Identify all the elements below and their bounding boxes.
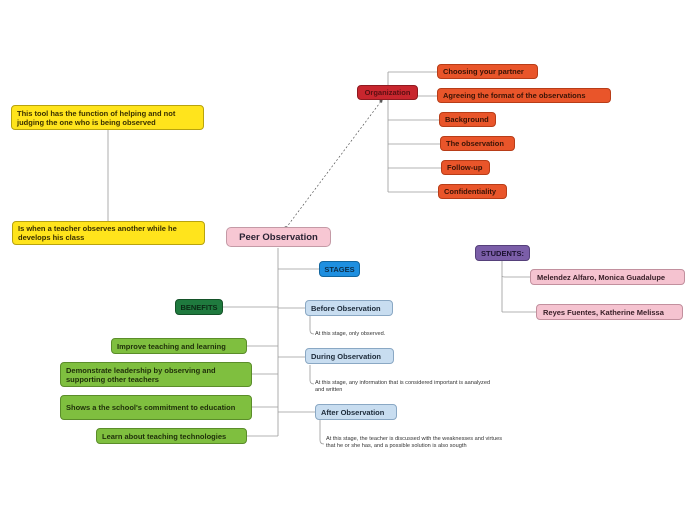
connector-note-2 [309, 365, 315, 385]
student-reyes[interactable]: Reyes Fuentes, Katherine Melissa [536, 304, 683, 320]
org-item-choosing-partner[interactable]: Choosing your partner [437, 64, 538, 79]
stage-before-note: At this stage, only observed. [315, 331, 386, 337]
stage-after-note: At this stage, the teacher is discussed … [326, 436, 502, 449]
connector-note-3 [319, 420, 325, 445]
org-item-confidentiality[interactable]: Confidentiality [438, 184, 507, 199]
connector-center-organization [285, 99, 383, 229]
organization-node[interactable]: Organization [357, 85, 418, 100]
connector-note-1 [309, 316, 315, 335]
stage-during-note: At this stage, any information that is c… [315, 380, 491, 393]
stages-node[interactable]: STAGES [319, 261, 360, 277]
benefits-node[interactable]: BENEFITS [175, 299, 223, 315]
connector-student-1 [501, 275, 530, 278]
students-node[interactable]: STUDENTS: [475, 245, 530, 261]
definition-meaning[interactable]: Is when a teacher observes another while… [12, 221, 205, 245]
central-topic[interactable]: Peer Observation [226, 227, 331, 247]
student-melendez[interactable]: Melendez Alfaro, Monica Guadalupe [530, 269, 685, 285]
benefit-improve-teaching[interactable]: Improve teaching and learning [111, 338, 247, 354]
org-item-follow-up[interactable]: Follow-up [441, 160, 490, 175]
definition-purpose[interactable]: This tool has the function of helping an… [11, 105, 204, 130]
org-item-background[interactable]: Background [439, 112, 496, 127]
benefit-demonstrate-leadership[interactable]: Demonstrate leadership by observing and … [60, 362, 252, 387]
benefit-teaching-technologies[interactable]: Learn about teaching technologies [96, 428, 247, 444]
org-item-the-observation[interactable]: The observation [440, 136, 515, 151]
stage-before-observation[interactable]: Before Observation [305, 300, 393, 316]
stage-during-observation[interactable]: During Observation [305, 348, 394, 364]
benefit-school-commitment[interactable]: Shows a the school's commitment to educa… [60, 395, 252, 420]
org-item-agreeing-format[interactable]: Agreeing the format of the observations [437, 88, 611, 103]
stage-after-observation[interactable]: After Observation [315, 404, 397, 420]
